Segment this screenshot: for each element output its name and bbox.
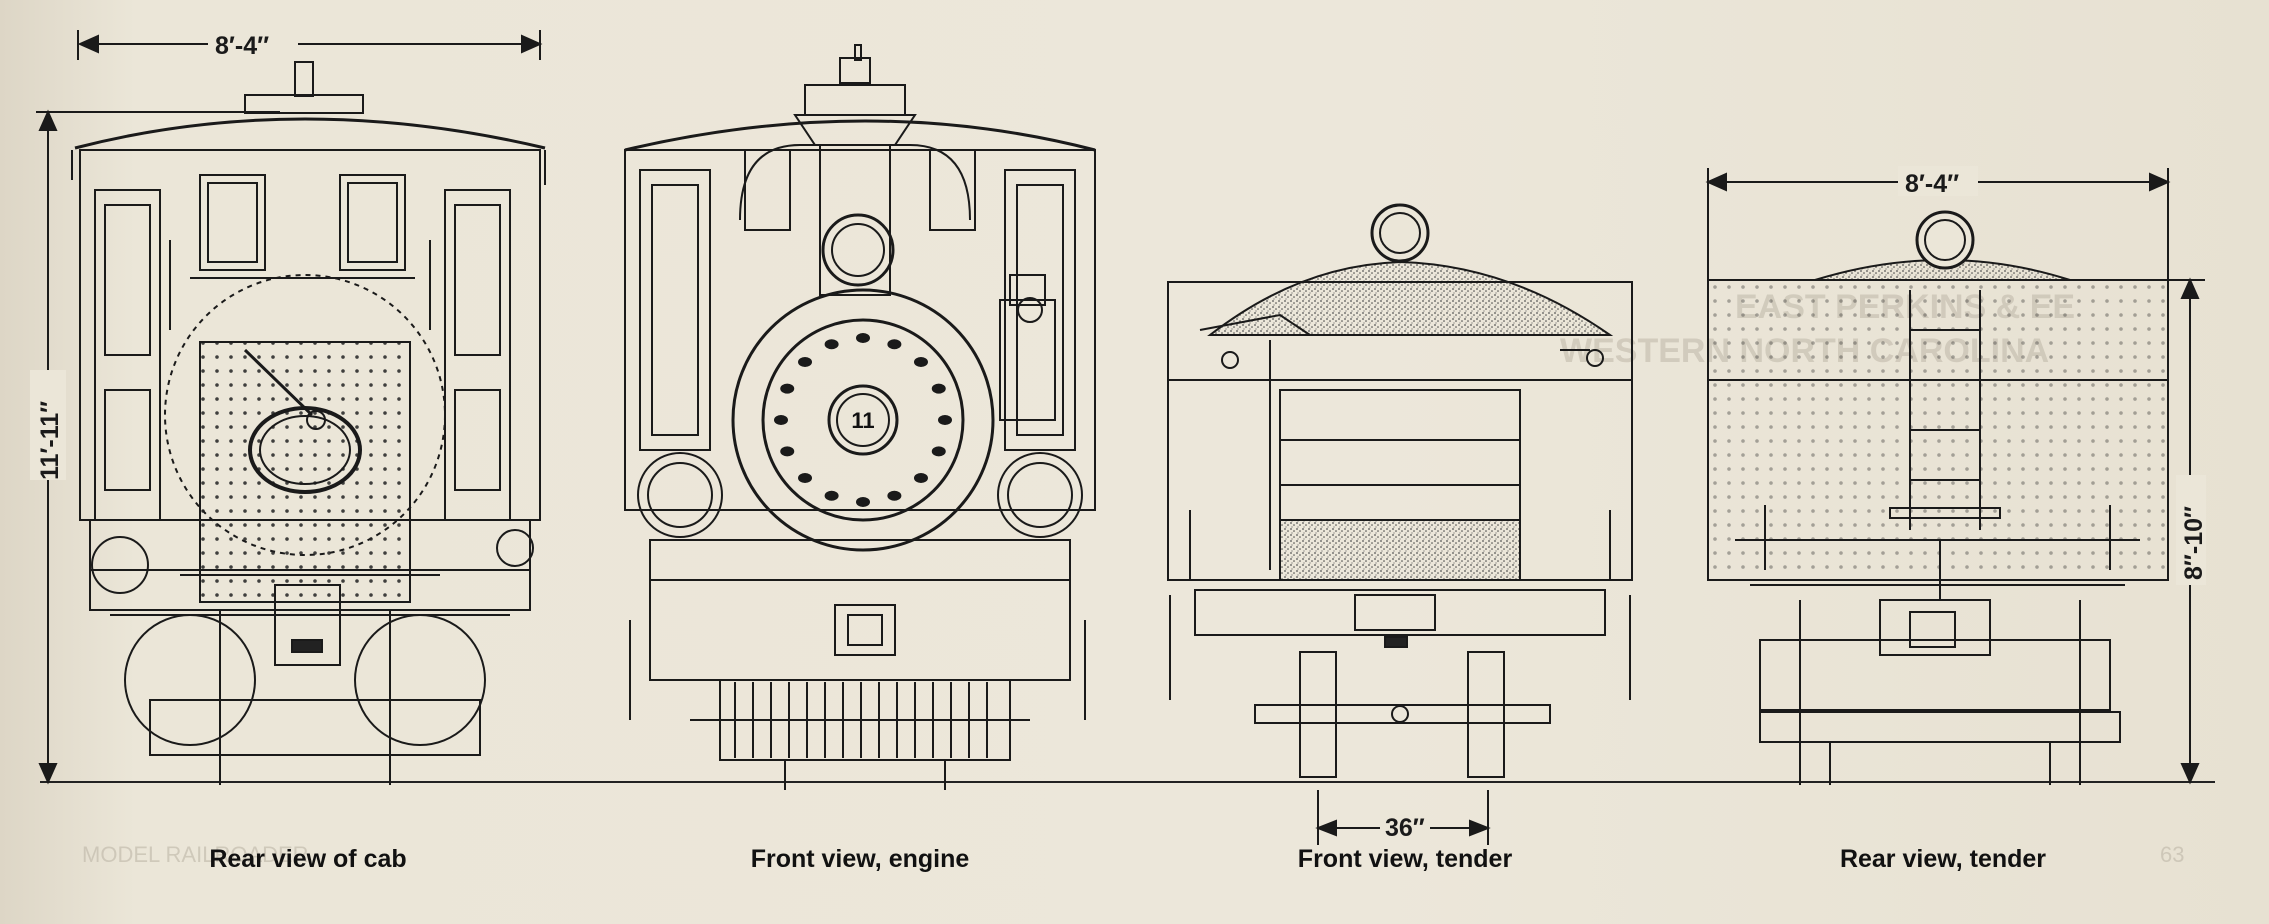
smokebox-dog [780,446,795,457]
smokebox-dog [931,383,946,394]
tender-width-dimension: 8′-4″ [1905,170,1959,198]
tender-height-dimension: 8″-10″ [2180,506,2208,580]
smokebox-dog [780,383,795,394]
smokebox-dog [774,415,788,425]
number-plate: 11 [836,393,890,447]
smokebox-dog [798,472,813,483]
cab-width-dimension: 8′-4″ [215,32,269,60]
smokebox-dog [931,446,946,457]
pilot-slats [734,682,988,758]
tender-width-label-bg [1898,166,1978,196]
smokebox-dog [887,339,902,350]
cab-width-label-bg [208,28,298,60]
rear-view-cab [36,30,546,785]
caption-rear-cab: Rear view of cab [209,845,406,873]
rear-view-tender [1705,168,2205,785]
caption-front-engine: Front view, engine [751,845,970,873]
smokebox-dog [913,472,928,483]
front-view-engine [624,44,1096,790]
ghost-page-number: 63 [2160,842,2184,867]
engine-number: 11 [851,408,874,433]
smokebox-dog [887,490,902,501]
tender-height-label-bg [2176,475,2206,585]
caption-rear-tender: Rear view, tender [1840,845,2046,873]
smokebox-dog [856,497,870,507]
cab-height-label-bg [30,370,66,480]
gauge-dimension: 36″ [1385,814,1425,842]
front-view-tender [1167,203,1633,845]
smokebox-dog [938,415,952,425]
smokebox-dog [913,357,928,368]
smokebox-dog [856,333,870,343]
cab-height-dimension: 11′-11″ [36,401,64,480]
smokebox-dog [824,490,839,501]
ghost-footer: MODEL RAILROADER [82,842,309,867]
caption-front-tender: Front view, tender [1298,845,1513,873]
smokebox-dog [824,339,839,350]
smokebox-dog [798,357,813,368]
gauge-label-bg [1380,810,1430,840]
